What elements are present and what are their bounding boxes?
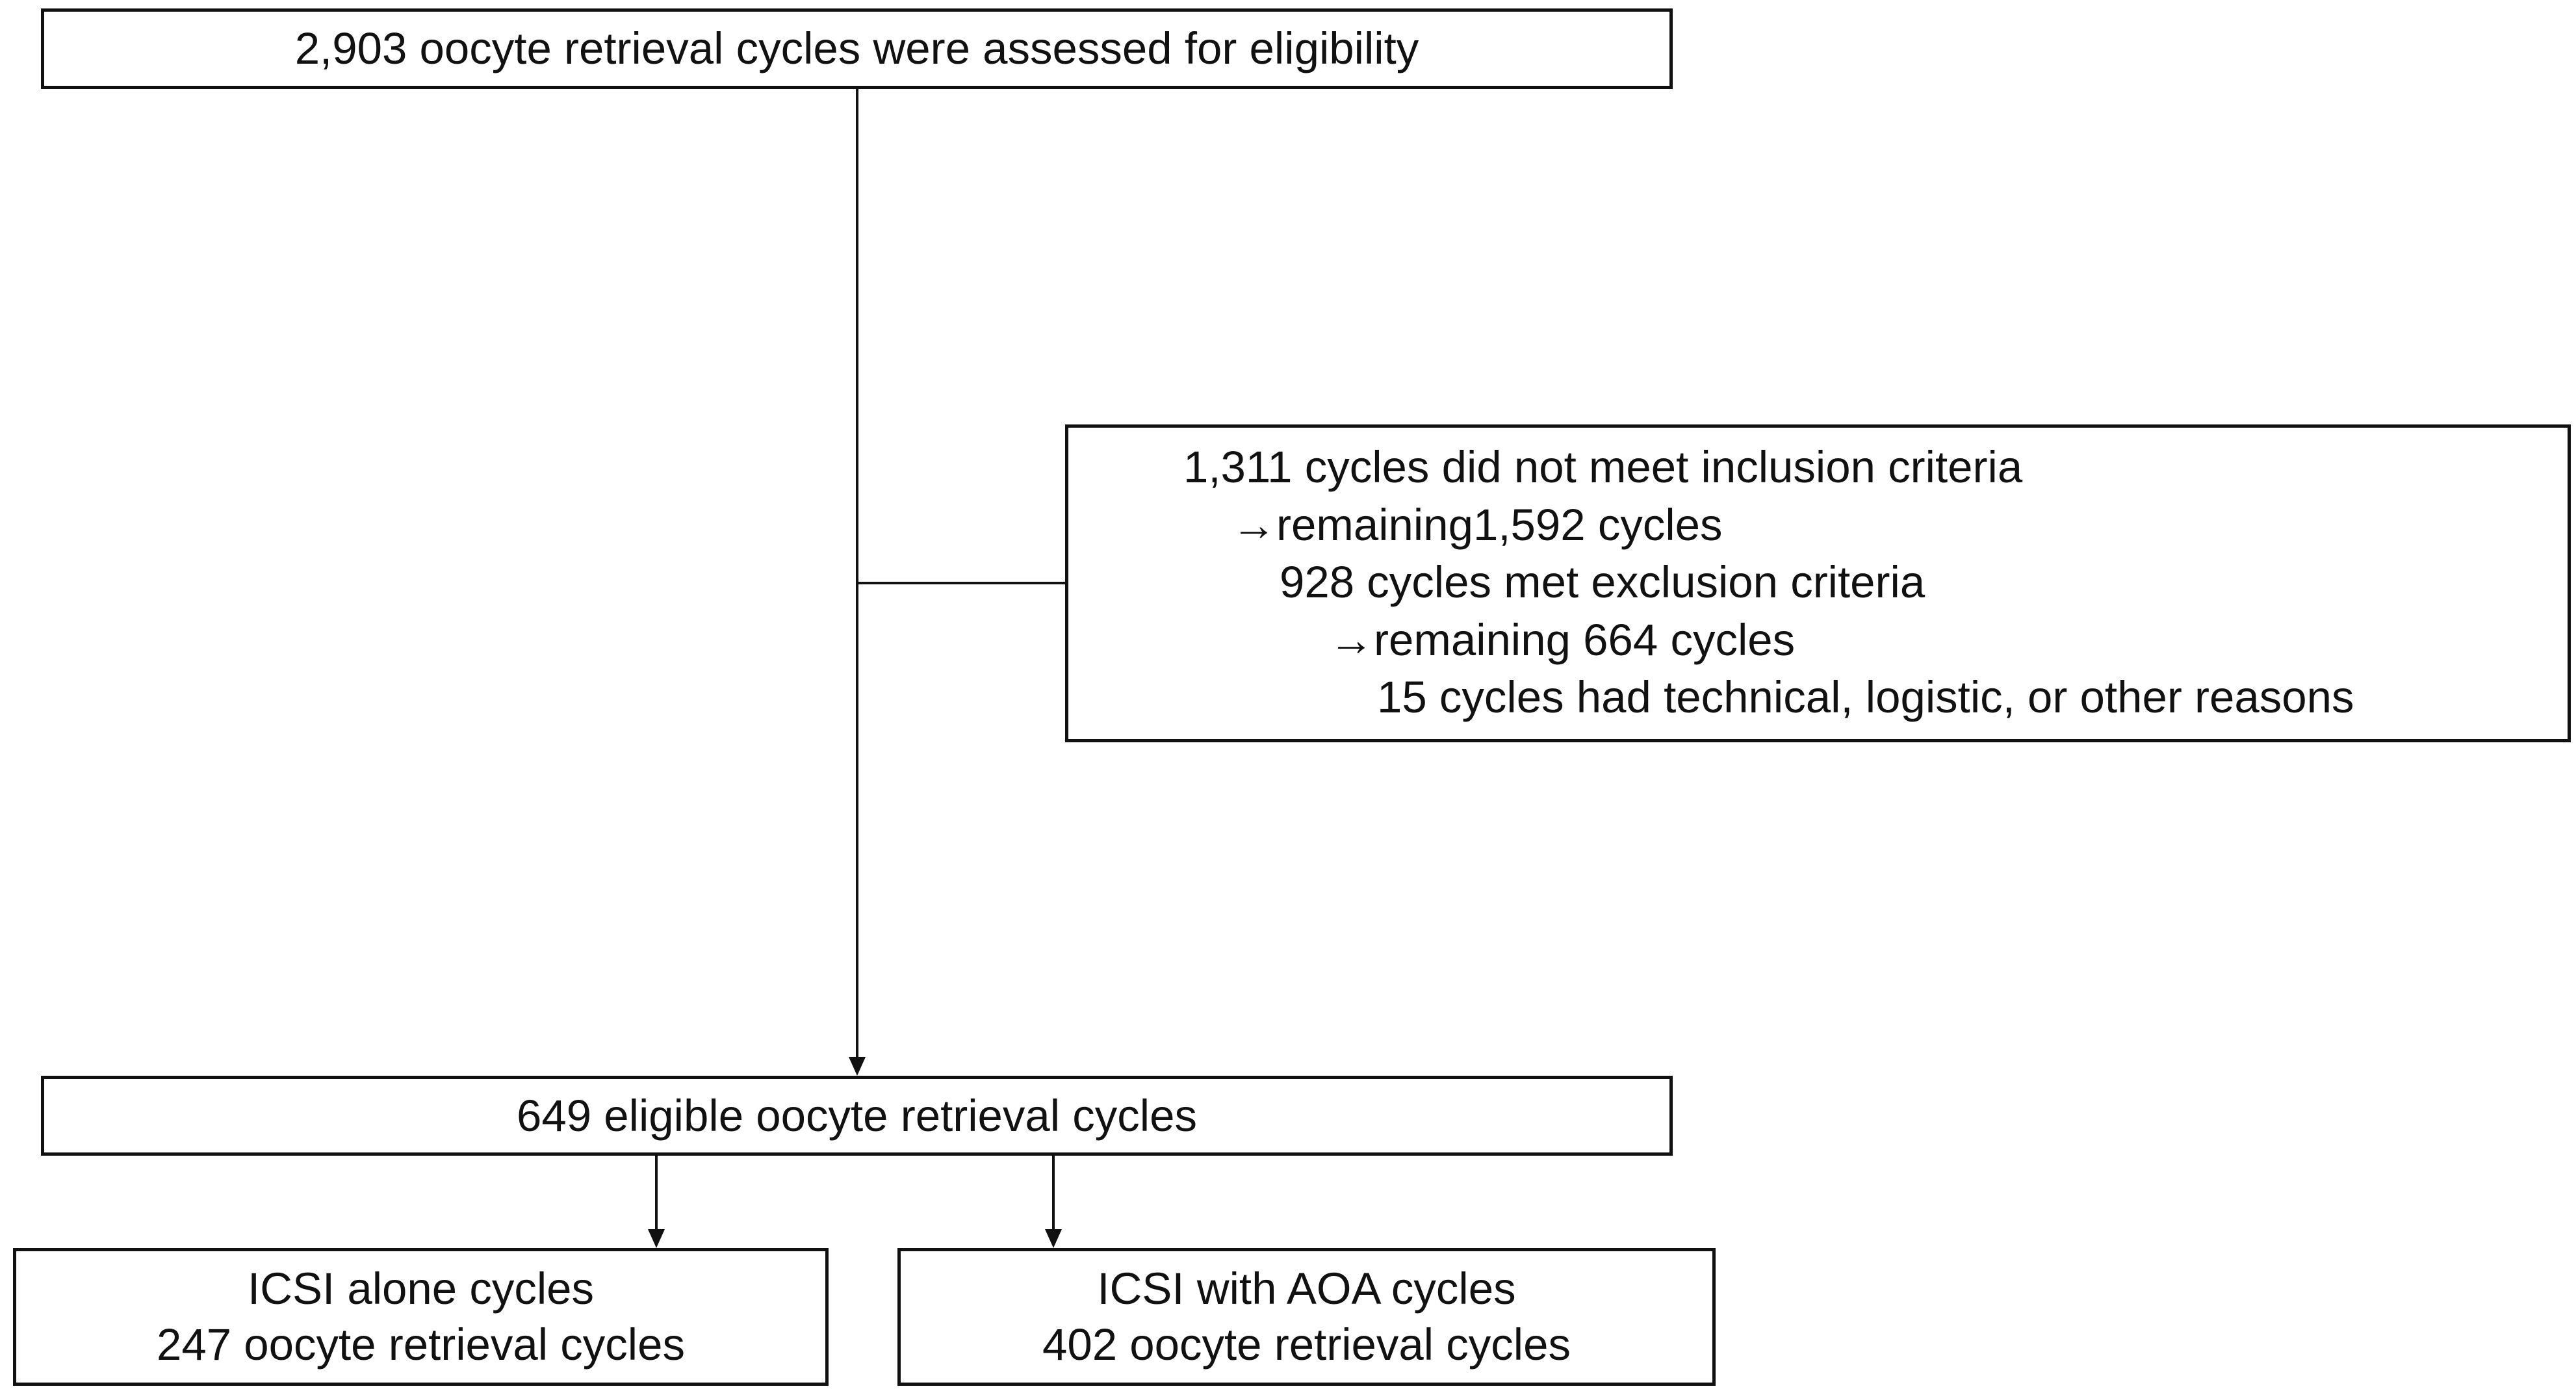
exclusion-line-4: →remaining 664 cycles (1329, 615, 1796, 665)
assessed-box: 2,903 oocyte retrieval cycles were asses… (41, 8, 1673, 89)
assessed-text: 2,903 oocyte retrieval cycles were asses… (294, 23, 1419, 73)
exclusion-box: 1,311 cycles did not meet inclusion crit… (1065, 424, 2571, 742)
exclusion-line-2: →remaining1,592 cycles (1231, 500, 1723, 550)
eligible-text: 649 eligible oocyte retrieval cycles (516, 1090, 1198, 1141)
icsi-alone-title: ICSI alone cycles (247, 1264, 595, 1314)
exclusion-line-5: 15 cycles had technical, logistic, or ot… (1377, 672, 2354, 722)
arrowhead-eligible (849, 1057, 866, 1076)
icsi-aoa-count: 402 oocyte retrieval cycles (1042, 1320, 1571, 1370)
arrowhead-icsi (648, 1229, 665, 1248)
icsi-alone-count: 247 oocyte retrieval cycles (156, 1320, 686, 1370)
icsi-aoa-box: ICSI with AOA cycles 402 oocyte retrieva… (897, 1248, 1716, 1386)
eligible-box: 649 eligible oocyte retrieval cycles (41, 1076, 1673, 1156)
icsi-alone-box: ICSI alone cycles 247 oocyte retrieval c… (13, 1248, 829, 1386)
arrowhead-aoa (1045, 1229, 1062, 1248)
exclusion-line-3: 928 cycles met exclusion criteria (1280, 557, 1926, 607)
icsi-aoa-title: ICSI with AOA cycles (1097, 1264, 1516, 1314)
exclusion-line-1: 1,311 cycles did not meet inclusion crit… (1183, 442, 2023, 492)
